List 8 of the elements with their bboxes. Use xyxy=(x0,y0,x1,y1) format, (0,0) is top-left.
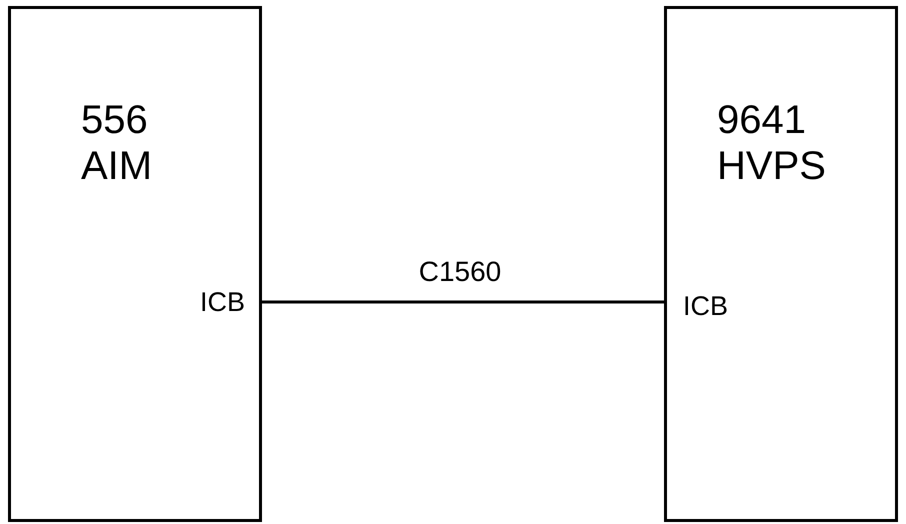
module-box xyxy=(8,6,262,522)
module-title: 9641 HVPS xyxy=(717,97,827,189)
port-label: ICB xyxy=(683,293,728,320)
connector-line xyxy=(262,300,664,304)
module-box xyxy=(664,6,898,522)
port-label: ICB xyxy=(200,289,245,316)
module-title: 556 AIM xyxy=(81,97,154,189)
edge-label: C1560 xyxy=(418,258,502,286)
